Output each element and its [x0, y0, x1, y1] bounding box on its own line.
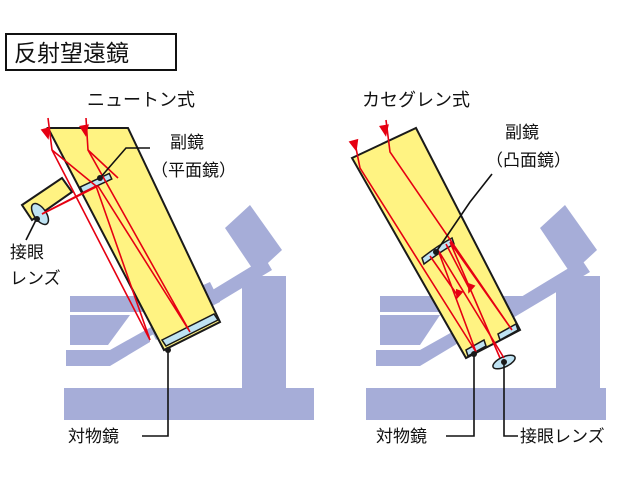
cassegrain-mount [366, 205, 606, 420]
newton-objective-label: 対物鏡 [68, 427, 119, 447]
newton-primary-mirror [160, 313, 220, 347]
newton-secondary-sub: （平面鏡） [151, 161, 236, 181]
newton-ray-arrows [40, 124, 89, 140]
cassegrain-primary-mirror-right [497, 322, 519, 342]
cassegrain-leaders [435, 173, 518, 437]
newton-eyepiece-label: 接眼 [10, 243, 44, 263]
cassegrain-ray-arrows [348, 124, 476, 300]
title-box: 反射望遠鏡 [5, 33, 177, 71]
cassegrain-objective-label: 対物鏡 [376, 427, 427, 447]
newton-telescope [20, 117, 314, 437]
newton-eyepiece-sub: レンズ [10, 269, 61, 289]
newton-secondary-label: 副鏡 [170, 133, 204, 153]
cassegrain-secondary-label: 副鏡 [505, 123, 539, 143]
cassegrain-telescope [348, 119, 606, 437]
page-title: 反射望遠鏡 [14, 41, 129, 67]
newton-name: ニュートン式 [87, 90, 195, 111]
cassegrain-name: カセグレン式 [362, 90, 470, 111]
newton-rays [41, 117, 191, 341]
cassegrain-secondary-sub: （凸面鏡） [486, 151, 571, 171]
cassegrain-primary-mirror-left [465, 338, 487, 358]
cassegrain-eyepiece-label: 接眼レンズ [520, 427, 605, 447]
newton-leaders [25, 147, 169, 437]
